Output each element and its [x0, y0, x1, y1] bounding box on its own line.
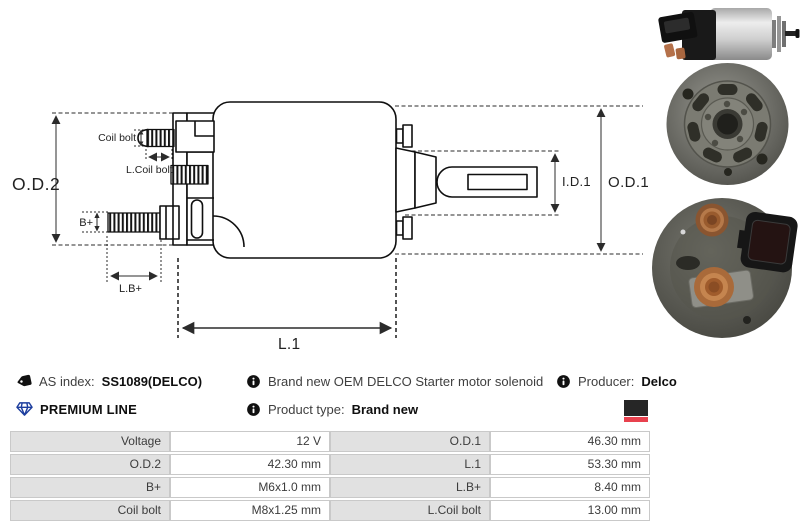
- spec-value: 53.30 mm: [490, 454, 650, 475]
- dim-od2: O.D.2: [12, 115, 61, 243]
- spec-label: L.Coil bolt: [330, 500, 490, 521]
- terminal-bottom: [694, 267, 734, 307]
- as-index-label: AS index:: [39, 373, 95, 389]
- dim-od1: O.D.1: [596, 108, 649, 252]
- info-row-1: AS index: SS1089(DELCO) Brand new OEM DE…: [0, 372, 800, 392]
- dim-label-l1: L.1: [278, 336, 300, 353]
- spec-label: Coil bolt: [10, 500, 170, 521]
- info-icon: [247, 402, 260, 416]
- premium-line-item: PREMIUM LINE: [16, 400, 137, 418]
- info-row-2: PREMIUM LINE Product type: Brand new: [0, 400, 800, 420]
- connector-socket: [737, 211, 798, 273]
- dim-label-od1: O.D.1: [608, 174, 649, 191]
- brand-logo-red-stripe: [624, 417, 648, 422]
- dim-label-id1: I.D.1: [562, 174, 591, 189]
- dim-coil-bolt: Coil bolt: [98, 129, 144, 147]
- spec-table: Voltage 12 V O.D.1 46.30 mm O.D.2 42.30 …: [10, 431, 650, 521]
- tag-icon: [17, 374, 32, 387]
- product-type-item: Product type: Brand new: [246, 400, 418, 418]
- spec-label: L.1: [330, 454, 490, 475]
- dim-id1: I.D.1: [550, 153, 591, 213]
- description-text: Brand new OEM DELCO Starter motor soleno…: [268, 373, 544, 389]
- dim-label-coil-bolt: Coil bolt: [98, 132, 136, 144]
- diamond-icon: [16, 402, 33, 416]
- product-type-label: Product type:: [268, 401, 345, 417]
- spec-value: 46.30 mm: [490, 431, 650, 452]
- technical-drawing: O.D.2 O.D.1 I.D.1 L.1 L.B+ B+ Coil: [12, 101, 649, 353]
- info-icon: [247, 374, 260, 388]
- as-index-value: SS1089(DELCO): [101, 373, 203, 389]
- as-index-item: AS index: SS1089(DELCO): [16, 372, 202, 390]
- spec-value: 42.30 mm: [170, 454, 330, 475]
- premium-line-label: PREMIUM LINE: [40, 401, 138, 417]
- brand-logo-black: [624, 400, 648, 416]
- dim-l1: L.1: [181, 321, 393, 353]
- brand-logo: [624, 400, 648, 422]
- dim-label-lb-plus: L.B+: [119, 283, 142, 295]
- terminal-top: [695, 203, 729, 237]
- spec-label: O.D.1: [330, 431, 490, 452]
- spec-value: 8.40 mm: [490, 477, 650, 498]
- vent-slots: [687, 84, 768, 163]
- info-icon: [557, 374, 570, 388]
- spec-label: L.B+: [330, 477, 490, 498]
- description-item: Brand new OEM DELCO Starter motor soleno…: [246, 372, 543, 390]
- product-photo-front-view: [666, 63, 789, 185]
- dim-label-od2: O.D.2: [12, 174, 60, 194]
- spec-label: O.D.2: [10, 454, 170, 475]
- bolt-dots: [704, 100, 748, 147]
- product-photo-back-view: [652, 198, 798, 338]
- solenoid-outline: [107, 101, 538, 259]
- spec-value: 12 V: [170, 431, 330, 452]
- spec-label: Voltage: [10, 431, 170, 452]
- dim-lb-plus: L.B+: [110, 271, 158, 295]
- spec-value: 13.00 mm: [490, 500, 650, 521]
- spec-value: M8x1.25 mm: [170, 500, 330, 521]
- spec-value: M6x1.0 mm: [170, 477, 330, 498]
- producer-label: Producer:: [578, 373, 635, 389]
- dim-label-b-plus: B+: [79, 217, 93, 229]
- dim-b-plus: B+: [79, 212, 100, 232]
- dim-label-l-coil-bolt: L.Coil bolt: [126, 164, 173, 176]
- product-photo-side-view: [658, 8, 800, 60]
- product-type-value: Brand new: [351, 401, 419, 417]
- spec-label: B+: [10, 477, 170, 498]
- dim-l-coil-bolt: L.Coil bolt: [126, 152, 173, 176]
- connector-block: [658, 11, 698, 43]
- producer-value: Delco: [641, 373, 677, 389]
- producer-item: Producer: Delco: [556, 372, 677, 390]
